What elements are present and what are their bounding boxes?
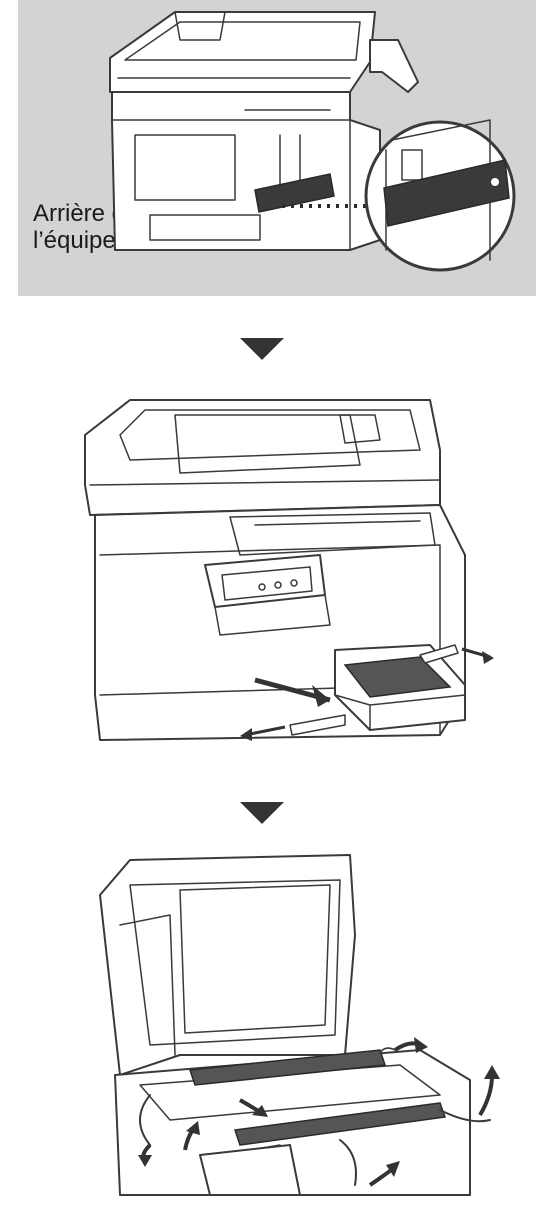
down-arrow-1 xyxy=(240,338,284,360)
printer-front-illustration xyxy=(84,399,494,741)
packing-block xyxy=(343,656,452,698)
tape-magnified xyxy=(383,159,510,227)
scanner-open-illustration xyxy=(99,854,500,1196)
tape-strip xyxy=(254,173,335,213)
protective-sheet-2 xyxy=(234,1102,447,1146)
protective-sheet-1 xyxy=(188,1049,387,1086)
printer-rear-illustration xyxy=(109,11,516,272)
down-arrow-2 xyxy=(240,802,284,824)
